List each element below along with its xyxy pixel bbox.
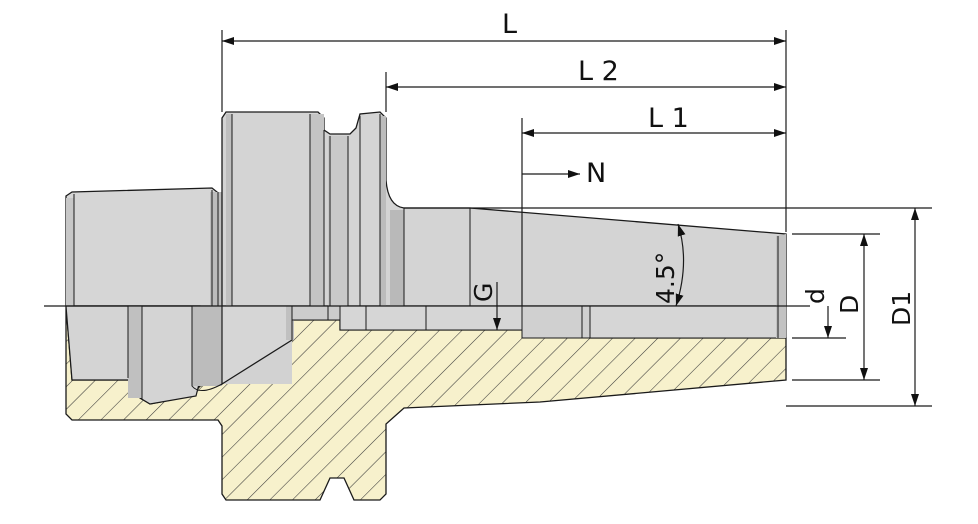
dim-label-angle: 4.5°	[651, 252, 680, 304]
dim-label-g: G	[469, 283, 498, 302]
shank-outline	[65, 187, 223, 307]
flange-outline	[221, 111, 787, 307]
dim-label-l1: L 1	[648, 103, 689, 134]
dim-label-l2: L 2	[578, 56, 619, 87]
body-external-view	[65, 111, 787, 307]
dimension-lines	[221, 30, 932, 407]
body-section-view	[65, 305, 787, 501]
dim-label-l: L	[502, 9, 517, 40]
dim-label-d: D	[835, 295, 864, 314]
dim-label-d1: D1	[887, 291, 916, 326]
dim-label-n: N	[586, 158, 606, 189]
dim-label-d-inner: d	[801, 288, 830, 304]
